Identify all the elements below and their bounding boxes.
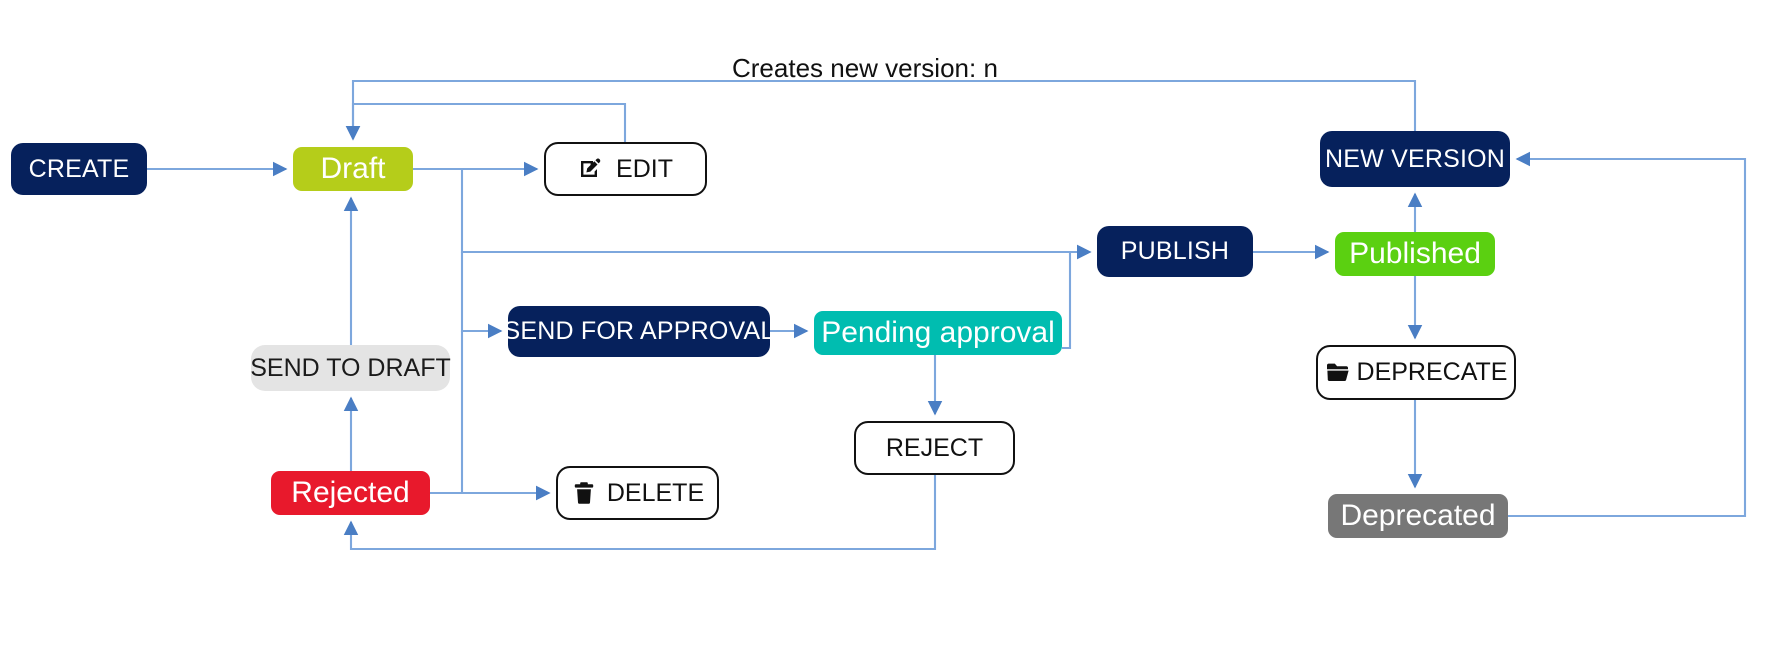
node-pending-approval-label: Pending approval bbox=[821, 316, 1055, 350]
node-create-label: CREATE bbox=[28, 154, 130, 183]
edge-reject-rejected bbox=[343, 475, 937, 551]
edge-draft-sendapproval bbox=[460, 252, 503, 339]
node-reject-label: REJECT bbox=[885, 433, 984, 462]
node-publish[interactable]: PUBLISH bbox=[1097, 226, 1253, 277]
node-send-for-approval-label: SEND FOR APPROVAL bbox=[503, 317, 775, 346]
node-send-to-draft-label: SEND TO DRAFT bbox=[250, 353, 451, 382]
edge-deprecated-newversion bbox=[1508, 151, 1747, 518]
trash-icon bbox=[571, 480, 597, 506]
node-create[interactable]: CREATE bbox=[11, 143, 147, 195]
node-draft[interactable]: Draft bbox=[293, 147, 413, 191]
folder-icon bbox=[1325, 360, 1351, 386]
node-reject[interactable]: REJECT bbox=[854, 421, 1015, 475]
node-rejected-label: Rejected bbox=[291, 476, 410, 510]
edge-pending-publish bbox=[1062, 244, 1092, 350]
node-deprecated-label: Deprecated bbox=[1340, 499, 1496, 533]
node-delete[interactable]: DELETE bbox=[556, 466, 719, 520]
node-delete-label: DELETE bbox=[606, 478, 705, 507]
node-published-label: Published bbox=[1349, 237, 1481, 271]
node-new-version-label: NEW VERSION bbox=[1325, 144, 1505, 173]
node-publish-label: PUBLISH bbox=[1120, 237, 1230, 266]
edge-label-creates-new-version: Creates new version: n bbox=[732, 53, 998, 83]
edit-icon bbox=[578, 156, 604, 182]
node-rejected[interactable]: Rejected bbox=[271, 471, 430, 515]
node-edit-label: EDIT bbox=[616, 154, 673, 183]
node-edit[interactable]: EDIT bbox=[544, 142, 707, 196]
edge-edit-draft bbox=[345, 102, 627, 142]
node-published[interactable]: Published bbox=[1335, 232, 1495, 276]
node-send-to-draft[interactable]: SEND TO DRAFT bbox=[250, 345, 451, 391]
node-deprecate-label: DEPRECATE bbox=[1356, 358, 1508, 387]
node-pending-approval[interactable]: Pending approval bbox=[814, 311, 1062, 355]
edge-newversion-draft bbox=[345, 79, 1417, 141]
node-deprecated[interactable]: Deprecated bbox=[1328, 494, 1508, 538]
edge-draft-publish bbox=[413, 167, 1092, 260]
node-new-version[interactable]: NEW VERSION bbox=[1320, 131, 1510, 187]
node-send-for-approval[interactable]: SEND FOR APPROVAL bbox=[503, 306, 774, 357]
node-deprecate[interactable]: DEPRECATE bbox=[1316, 345, 1516, 400]
node-draft-label: Draft bbox=[320, 152, 386, 186]
